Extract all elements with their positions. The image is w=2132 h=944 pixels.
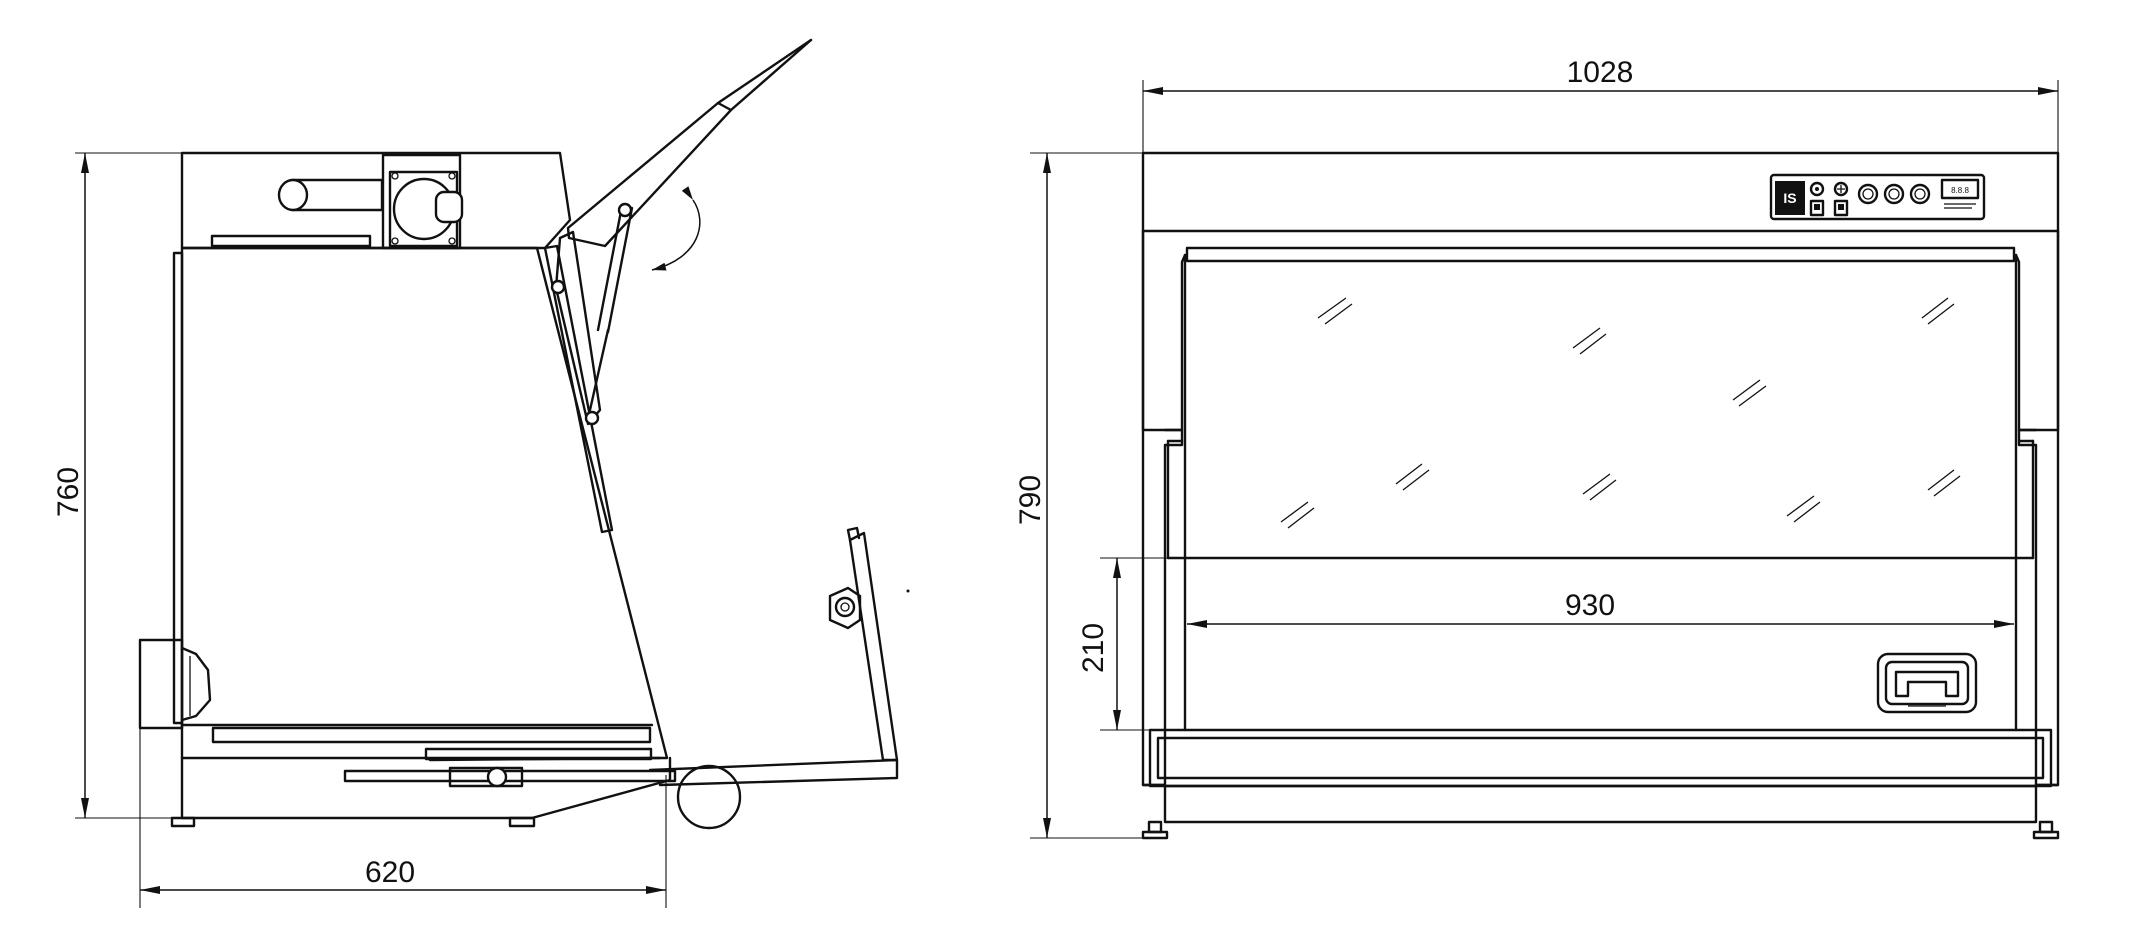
fan-icon xyxy=(381,153,464,250)
digital-display xyxy=(1940,178,1980,200)
dim-opening-height: 210 xyxy=(1077,557,1185,731)
side-pivot-lower xyxy=(584,410,600,426)
side-front-guard xyxy=(543,244,614,534)
side-pivot-upper xyxy=(550,279,566,295)
front-right-column xyxy=(2017,229,2060,787)
front-width-label: 1028 xyxy=(1567,56,1634,89)
rotation-arrow-icon xyxy=(651,186,701,271)
knob-3[interactable] xyxy=(1909,183,1931,205)
front-top-head xyxy=(1141,151,2060,233)
side-view: 760 620 xyxy=(52,38,910,908)
control-panel: IS 8.8.8 xyxy=(1769,173,1986,221)
side-lid-plate xyxy=(716,38,813,105)
opening-height-label: 210 xyxy=(1077,623,1110,673)
dim-front-height: 790 xyxy=(1014,152,1143,839)
side-foot-right xyxy=(508,816,536,828)
front-foot-left xyxy=(1141,820,1169,840)
side-base xyxy=(180,756,672,820)
side-top-housing xyxy=(180,151,572,250)
dim-side-depth: 620 xyxy=(139,728,667,908)
dim-front-width: 1028 xyxy=(1142,56,2059,153)
dim-opening-width: 930 xyxy=(1187,589,2014,628)
brand-logo xyxy=(1775,181,1805,215)
front-left-column xyxy=(1141,229,1184,787)
side-main-body xyxy=(180,246,669,760)
front-glass-window xyxy=(1166,246,2035,560)
opening-width-label: 930 xyxy=(1565,589,1615,622)
side-depth-label: 620 xyxy=(365,856,415,889)
switch-right[interactable] xyxy=(1833,199,1849,217)
front-left-upper-side xyxy=(1141,229,1187,432)
front-handle-icon xyxy=(1876,652,1978,714)
front-height-label: 790 xyxy=(1014,475,1047,525)
side-lower-plate xyxy=(211,726,652,744)
switch-left[interactable] xyxy=(1809,199,1825,217)
brand-logo-text: IS xyxy=(1783,190,1796,206)
fan-speed-icon[interactable] xyxy=(1833,181,1849,197)
side-door-hook xyxy=(846,526,861,542)
side-open-door xyxy=(848,531,899,762)
dim-side-height: 760 xyxy=(52,152,182,819)
side-extended-tray xyxy=(648,758,899,787)
side-open-lid xyxy=(566,101,733,248)
side-roller xyxy=(210,178,384,248)
knob-1[interactable] xyxy=(1857,183,1879,205)
side-back-strip xyxy=(172,251,184,725)
side-handle xyxy=(138,638,212,730)
side-lid-plate-edge xyxy=(729,38,813,112)
knob-2[interactable] xyxy=(1883,183,1905,205)
glass-reflection-marks xyxy=(1280,297,1961,529)
side-height-label: 760 xyxy=(52,467,85,517)
front-foot-right xyxy=(2032,820,2060,840)
side-wheel xyxy=(676,764,742,830)
front-base-tray xyxy=(1141,728,2060,824)
side-door-knob xyxy=(828,586,862,630)
front-view: IS 8.8.8 1028 xyxy=(1014,56,2060,840)
front-right-upper-side xyxy=(2014,229,2060,432)
side-foot-left xyxy=(170,816,196,828)
digital-display-text: 8.8.8 xyxy=(1951,186,1969,195)
side-tray xyxy=(343,747,677,788)
power-icon[interactable] xyxy=(1809,181,1825,197)
side-gas-strut xyxy=(588,202,634,412)
